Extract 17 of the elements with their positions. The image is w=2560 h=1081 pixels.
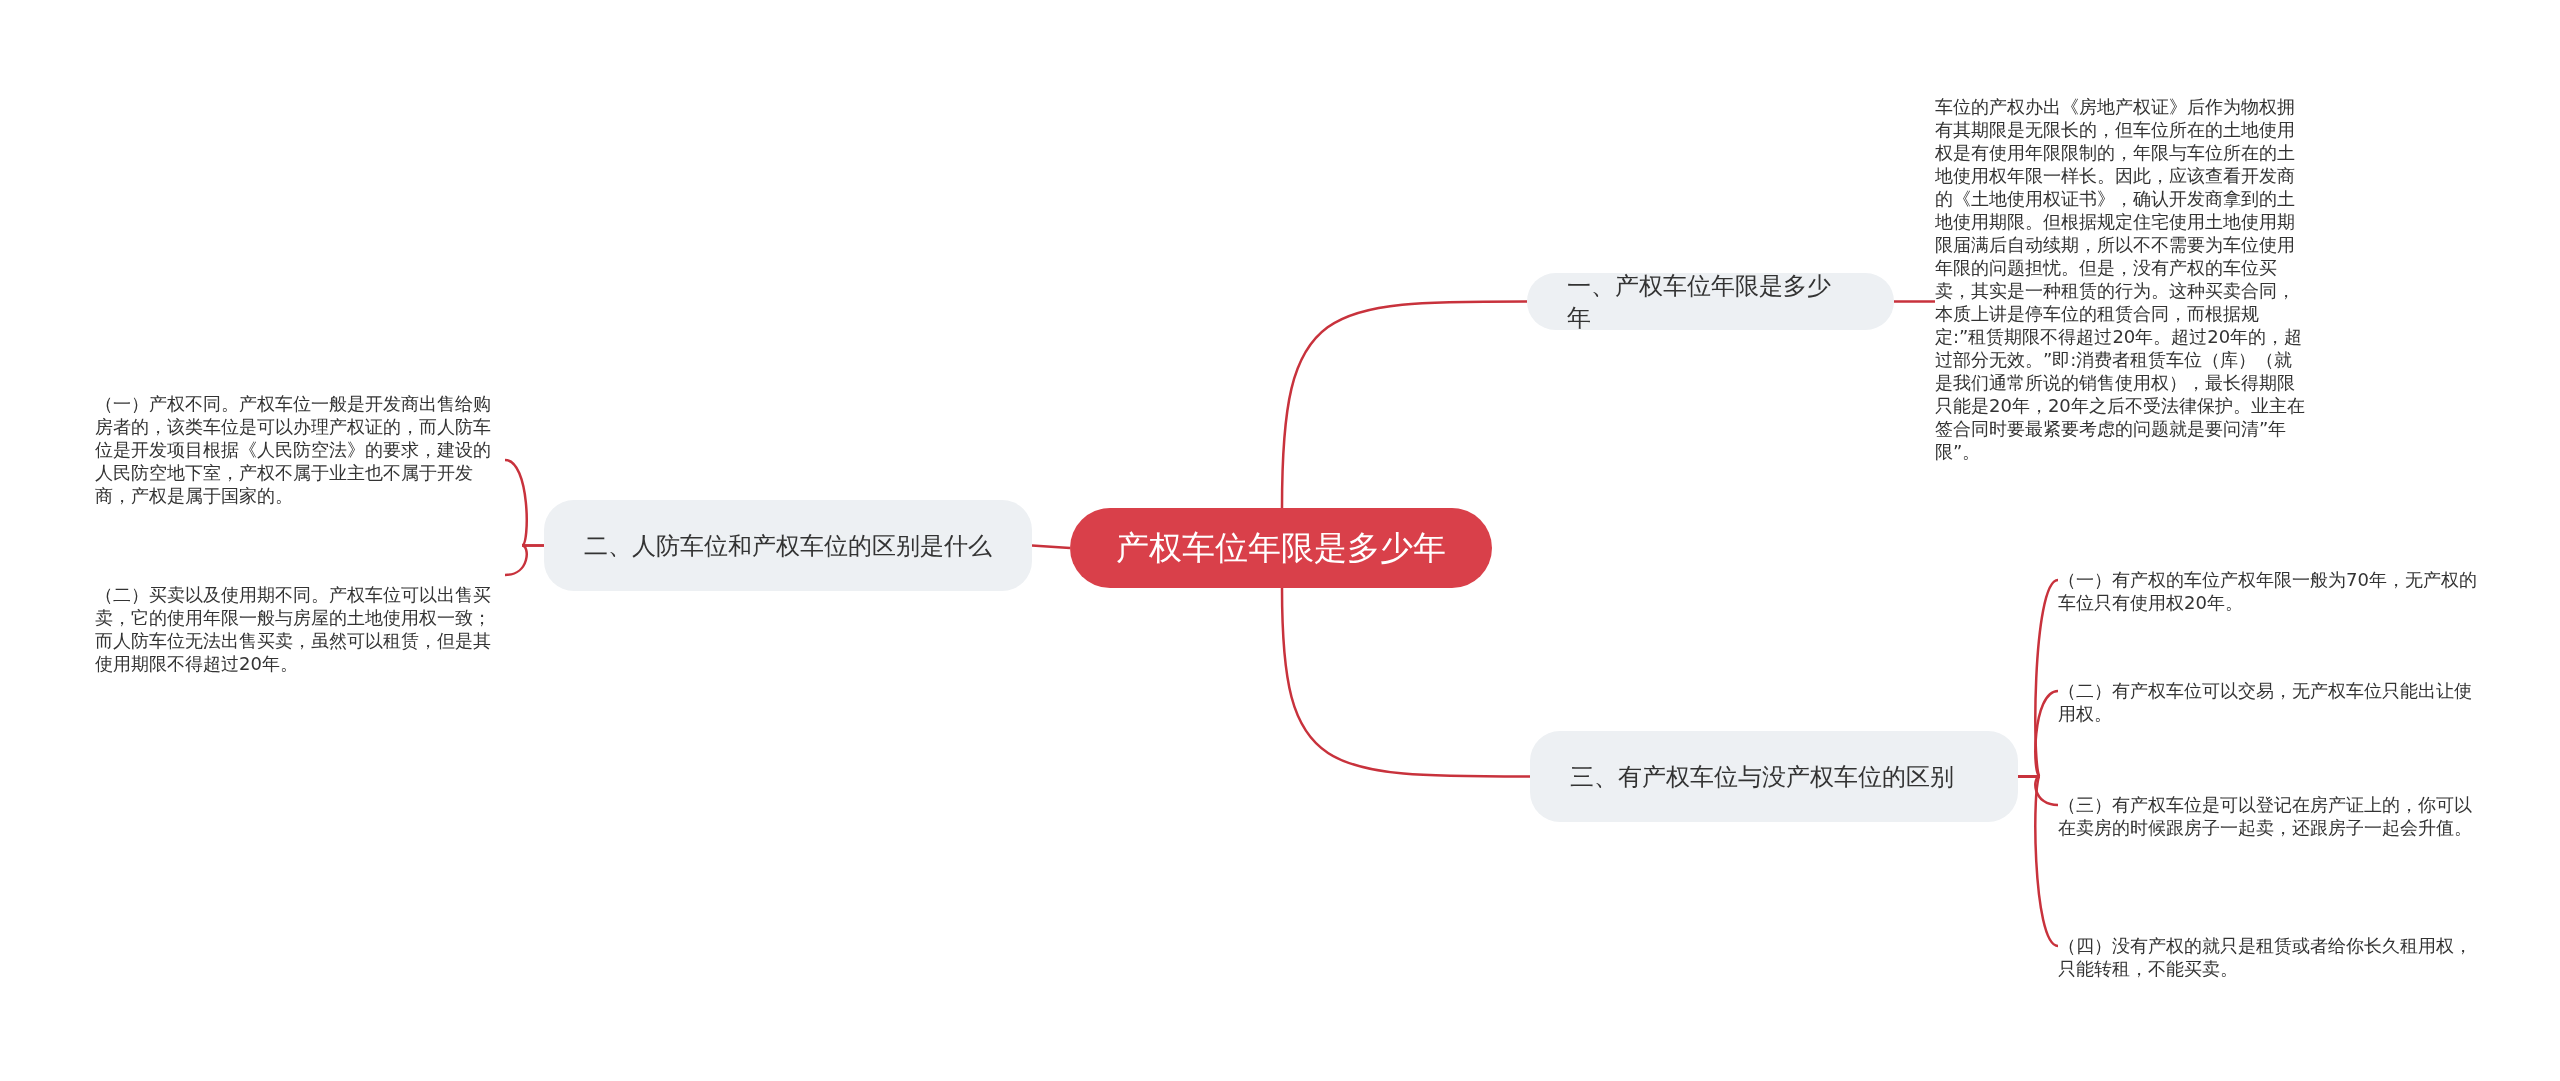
note-text: （三）有产权车位是可以登记在房产证上的，你可以在卖房的时候跟房子一起卖，还跟房子一起会升值。 — [2058, 793, 2478, 839]
note-text: （一）有产权的车位产权年限一般为70年，无产权的车位只有使用权20年。 — [2058, 568, 2478, 614]
note-text: （二）买卖以及使用期不同。产权车位可以出售买卖，它的使用年限一般与房屋的土地使用权一致；而人防车位无法出售买卖，虽然可以租赁，但是其使用期限不得超过20年。 — [95, 583, 505, 675]
topic-box: 二、人防车位和产权车位的区别是什么 — [544, 500, 1032, 591]
central-topic-box: 产权车位年限是多少年 — [1070, 508, 1492, 588]
topic-box: 一、产权车位年限是多少年 — [1527, 273, 1894, 330]
topic-box: 三、有产权车位与没产权车位的区别 — [1530, 731, 2018, 822]
connector-line — [1894, 300, 1935, 303]
note-text: （四）没有产权的就只是租赁或者给你长久租用权，只能转租，不能买卖。 — [2058, 934, 2478, 980]
connector-line — [2018, 775, 2059, 948]
connector-line — [1031, 544, 1071, 550]
note-text: 车位的产权办出《房地产权证》后作为物权拥有其期限是无限长的，但车位所在的土地使用权是有使用年限限制的，年限与车位所在的土地使用权年限一样长。因此，应该查看开发商的《土地使用权证书》，确认开发商拿到的土地使用期限。但根据规定住宅使用土地使用期限届满后自动续期，所以不不需要为车位使用年限的问题担忧。但是，没有产权的车位买卖，其实是一种租赁的行为。这种买卖合同，本质上讲是停车位的租赁合同，而根据规定:”租赁期限不得超过20年。超过20年的，超过部分无效。”即:消费者租赁车位（库）（就是我们通常所说的销售使用权），最长得期限只能是20年，20年之后不受法律保护。业主在签合同时要最紧要考虑的问题就是要问清”年限”。 — [1935, 95, 2307, 463]
connector-line — [1280, 300, 1527, 509]
connector-line — [504, 544, 544, 577]
note-text: （一）产权不同。产权车位一般是开发商出售给购房者的，该类车位是可以办理产权证的，而人防车位是开发项目根据《人民防空法》的要求，建设的人民防空地下室，产权不属于业主也不属于开发商，产权是属于国家的。 — [95, 392, 505, 507]
note-text: （二）有产权车位可以交易，无产权车位只能出让使用权。 — [2058, 679, 2478, 725]
connector-line — [1280, 587, 1530, 778]
